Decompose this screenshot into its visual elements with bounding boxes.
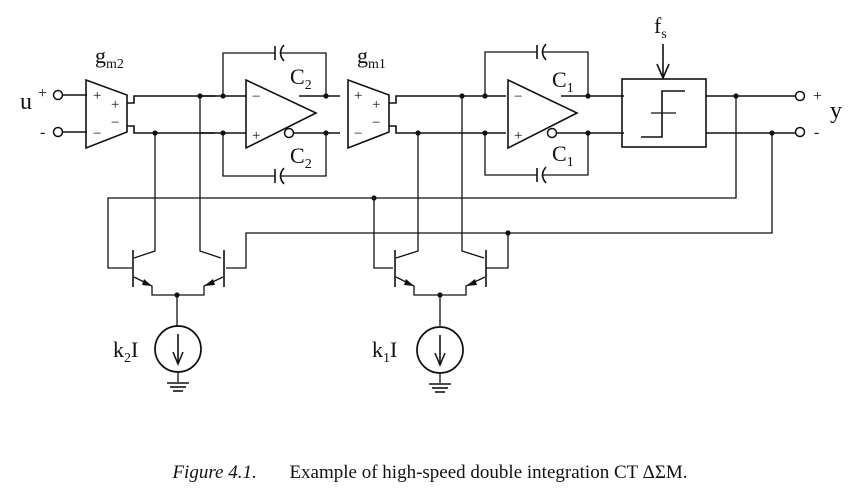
figure-caption-text: Example of high-speed double integration… (289, 462, 688, 483)
diff-pair-1: k1I (372, 93, 487, 393)
input-terminals: u + - (20, 85, 87, 141)
fs-label: fs (654, 13, 667, 42)
c2-bottom-label: C2 (290, 143, 312, 172)
feedback-wires (107, 96, 773, 269)
c1-bottom-label: C1 (552, 141, 574, 170)
c2-top-label: C2 (290, 64, 312, 93)
figure-number: Figure 4.1. (172, 462, 257, 483)
opamp-2 (245, 78, 318, 150)
comparator-box (621, 78, 707, 148)
gm2-out-minus: − (111, 115, 119, 131)
svg-text:+: + (372, 97, 380, 113)
svg-text:+: + (514, 128, 522, 144)
input-plus-terminal (52, 89, 64, 101)
gm1-trapezoid (347, 78, 390, 150)
gm2-trapezoid (85, 78, 128, 150)
output-terminals: + - y (733, 88, 842, 141)
figure-caption: Figure 4.1. Example of high-speed double… (0, 462, 860, 484)
clock-arrow-icon (656, 63, 670, 81)
input-minus-sign: - (40, 124, 45, 141)
output-minus-sign: - (814, 124, 819, 141)
c2-top-curved-plate (279, 44, 285, 62)
k2-label: k2I (113, 337, 138, 366)
gm2-in-minus: − (93, 126, 101, 142)
c1-top-curved-plate (541, 43, 547, 61)
ground-icon (429, 383, 451, 393)
integrator-2: − + C2 C2 (200, 44, 340, 185)
svg-text:+: + (354, 88, 362, 104)
output-plus-terminal (794, 90, 806, 102)
svg-text:−: − (372, 115, 380, 131)
gm2-in-plus: + (93, 88, 101, 104)
c1-top-label: C1 (552, 67, 574, 96)
integrator-1: − + C1 C1 (482, 43, 624, 184)
svg-text:−: − (252, 89, 260, 105)
c2-bottom-curved-plate (279, 167, 285, 185)
input-minus-terminal (52, 126, 64, 138)
gm2-transconductor: + − + − gm2 (85, 43, 215, 150)
k1-label: k1I (372, 337, 397, 366)
gm2-label: gm2 (95, 43, 124, 72)
input-label: u (20, 89, 32, 115)
diff-pair-2: k2I (113, 93, 225, 392)
gm2-out-plus: + (111, 97, 119, 113)
opamp-2-inverting-output-bubble (283, 127, 295, 139)
input-plus-sign: + (38, 85, 47, 102)
gm1-transconductor: + − + − gm1 (347, 43, 506, 150)
output-label: y (830, 98, 842, 124)
svg-text:−: − (354, 126, 362, 142)
output-plus-sign: + (813, 88, 822, 105)
opamp-1-inverting-output-bubble (546, 127, 558, 139)
comparator-step-symbol (641, 90, 685, 138)
svg-text:−: − (514, 89, 522, 105)
comparator: fs (621, 13, 796, 148)
opamp-1 (507, 78, 579, 150)
gm1-label: gm1 (357, 43, 386, 72)
ground-icon (167, 382, 189, 392)
svg-text:+: + (252, 128, 260, 144)
output-minus-terminal (794, 126, 806, 138)
c1-bottom-curved-plate (541, 166, 547, 184)
